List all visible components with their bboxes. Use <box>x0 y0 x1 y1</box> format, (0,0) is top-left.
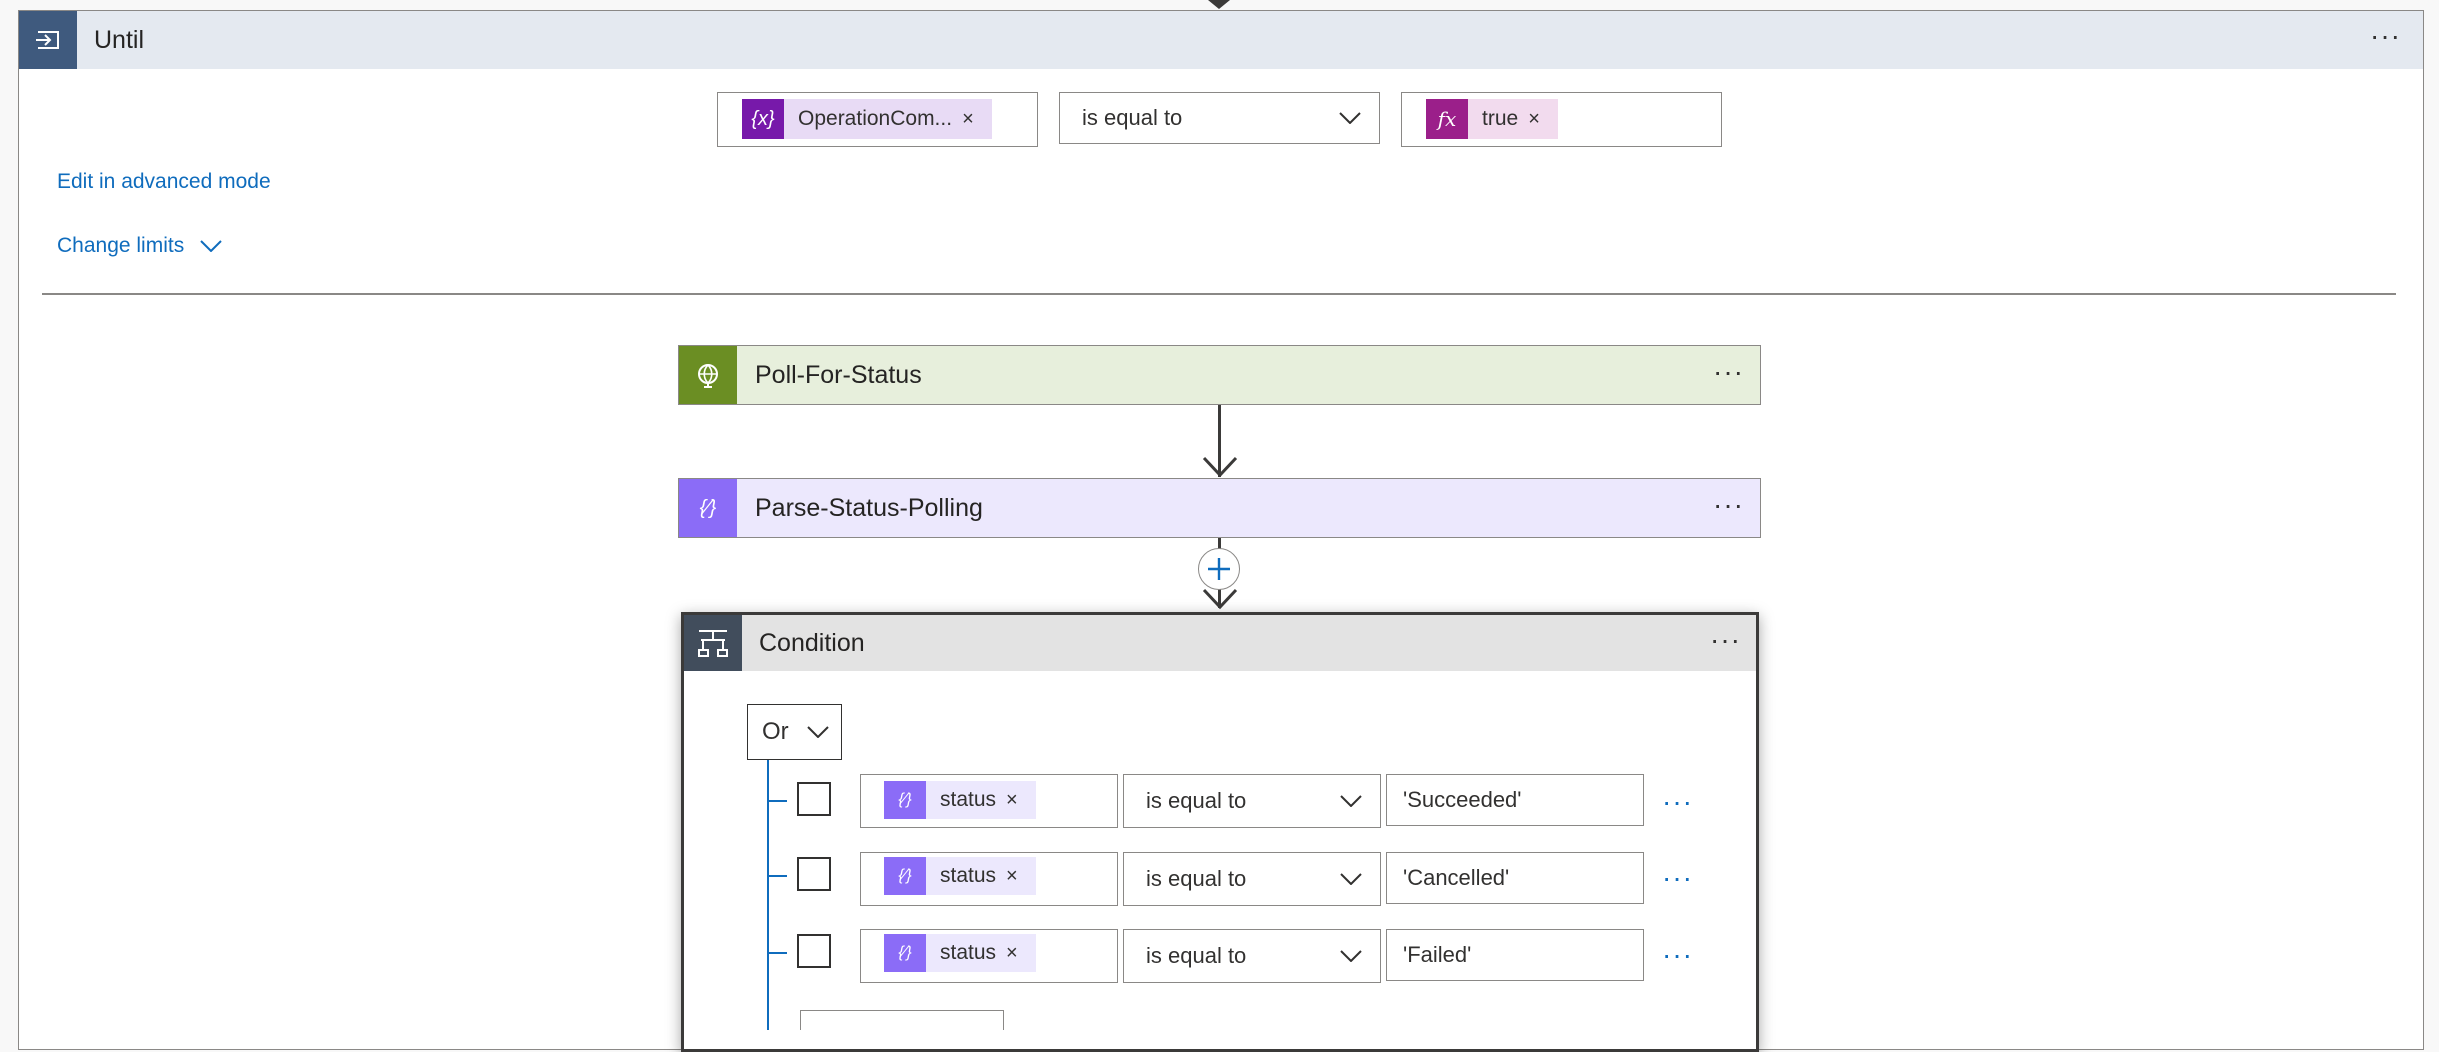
connector-line <box>1218 405 1221 477</box>
remove-token-icon[interactable]: × <box>962 107 974 130</box>
row-select-checkbox[interactable] <box>797 782 831 816</box>
add-condition-button[interactable] <box>800 1010 1004 1030</box>
poll-for-status-more-menu[interactable]: ··· <box>1713 356 1744 387</box>
poll-for-status-title: Poll-For-Status <box>755 360 922 389</box>
until-title: Until <box>94 26 145 54</box>
group-operator-select[interactable]: Or <box>747 704 842 760</box>
parse-json-icon: {⁄} <box>884 857 926 895</box>
chevron-down-icon <box>1339 112 1361 124</box>
row-select-checkbox[interactable] <box>797 857 831 891</box>
condition-card <box>681 612 1759 1052</box>
until-left-operand-field[interactable]: {x} OperationCom... × <box>717 92 1038 147</box>
status-token-label: status <box>940 788 997 811</box>
parse-json-icon: {⁄} <box>884 934 926 972</box>
change-limits-label: Change limits <box>57 234 185 257</box>
row-operator-select[interactable]: is equal to <box>1123 929 1381 983</box>
row-select-checkbox[interactable] <box>797 934 831 968</box>
parse-status-polling-more-menu[interactable]: ··· <box>1713 489 1744 520</box>
row-left-operand-field[interactable]: {⁄} status × <box>860 774 1118 828</box>
row-operator-select[interactable]: is equal to <box>1123 774 1381 828</box>
tree-branch <box>767 952 787 954</box>
tree-branch <box>767 875 787 877</box>
row-operator-value: is equal to <box>1146 788 1247 813</box>
status-token[interactable]: {⁄} status × <box>884 934 1036 972</box>
remove-token-icon[interactable]: × <box>1006 788 1018 811</box>
status-token-label: status <box>940 864 997 887</box>
group-tree-line <box>767 760 769 1030</box>
chevron-down-icon <box>807 726 829 738</box>
plus-icon <box>1208 558 1230 580</box>
remove-token-icon[interactable]: × <box>1006 864 1018 887</box>
row-value-field[interactable]: 'Cancelled' <box>1386 852 1644 904</box>
poll-for-status-action[interactable]: Poll-For-Status ··· <box>678 345 1761 405</box>
insert-step-button[interactable] <box>1198 548 1240 590</box>
row-value-field[interactable]: 'Failed' <box>1386 929 1644 981</box>
until-header[interactable] <box>19 11 2423 69</box>
row-operator-select[interactable]: is equal to <box>1123 852 1381 906</box>
until-loop-icon <box>19 11 77 69</box>
until-left-token-label: OperationCom... <box>798 107 953 130</box>
parse-json-icon: {⁄} <box>679 479 737 537</box>
variable-icon: {x} <box>742 99 784 139</box>
status-token[interactable]: {⁄} status × <box>884 857 1036 895</box>
row-left-operand-field[interactable]: {⁄} status × <box>860 929 1118 983</box>
status-token-label: status <box>940 941 997 964</box>
condition-header[interactable] <box>684 615 1756 671</box>
chevron-down-icon <box>200 240 222 252</box>
row-more-menu[interactable]: ··· <box>1662 939 1693 970</box>
http-globe-icon <box>679 346 737 404</box>
row-operator-value: is equal to <box>1146 943 1247 968</box>
parse-status-polling-title: Parse-Status-Polling <box>755 493 983 522</box>
status-token[interactable]: {⁄} status × <box>884 781 1036 819</box>
condition-title: Condition <box>759 629 865 657</box>
parse-status-polling-action[interactable]: {⁄} Parse-Status-Polling ··· <box>678 478 1761 538</box>
connector-arrowhead <box>1202 456 1238 478</box>
parse-json-icon: {⁄} <box>884 781 926 819</box>
connector-arrowhead <box>1202 588 1238 610</box>
edit-advanced-mode-link[interactable]: Edit in advanced mode <box>57 170 271 193</box>
expression-icon: fx <box>1426 99 1468 139</box>
until-right-token[interactable]: fx true × <box>1426 99 1558 139</box>
row-value-field[interactable]: 'Succeeded' <box>1386 774 1644 826</box>
until-right-token-label: true <box>1482 107 1519 130</box>
row-left-operand-field[interactable]: {⁄} status × <box>860 852 1118 906</box>
until-right-operand-field[interactable]: fx true × <box>1401 92 1722 147</box>
until-operator-select[interactable]: is equal to <box>1059 92 1380 144</box>
condition-icon <box>684 615 742 671</box>
incoming-arrow <box>1208 0 1230 9</box>
group-operator-value: Or <box>762 718 789 745</box>
row-more-menu[interactable]: ··· <box>1662 786 1693 817</box>
until-divider <box>42 293 2396 295</box>
change-limits-link[interactable]: Change limits <box>57 234 222 258</box>
tree-branch <box>767 800 787 802</box>
condition-row: {⁄} status × is equal to 'Cancelled' ··· <box>767 852 1747 908</box>
until-left-token[interactable]: {x} OperationCom... × <box>742 99 992 139</box>
remove-token-icon[interactable]: × <box>1006 941 1018 964</box>
row-more-menu[interactable]: ··· <box>1662 862 1693 893</box>
chevron-down-icon <box>1340 950 1362 962</box>
remove-token-icon[interactable]: × <box>1528 107 1540 130</box>
condition-row: {⁄} status × is equal to 'Failed' ··· <box>767 929 1747 985</box>
until-operator-value: is equal to <box>1082 105 1183 130</box>
condition-more-menu[interactable]: ··· <box>1710 624 1741 655</box>
row-operator-value: is equal to <box>1146 866 1247 891</box>
until-more-menu[interactable]: ··· <box>2370 20 2401 51</box>
chevron-down-icon <box>1340 795 1362 807</box>
condition-row: {⁄} status × is equal to 'Succeeded' ··· <box>767 774 1747 830</box>
chevron-down-icon <box>1340 873 1362 885</box>
